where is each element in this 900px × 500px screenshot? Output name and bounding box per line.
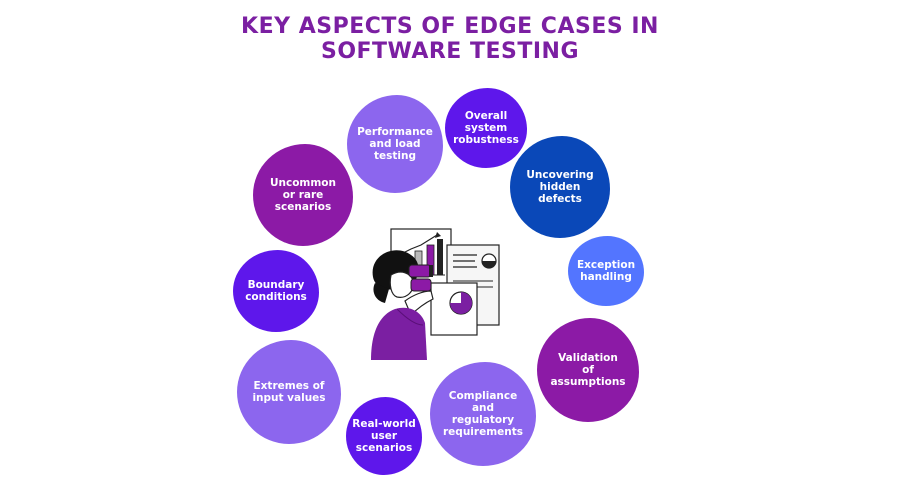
- person-figure: [371, 250, 434, 360]
- aspect-label: Real-world user scenarios: [352, 418, 416, 454]
- aspect-uncovering-hidden-defects: Uncovering hidden defects: [510, 136, 610, 238]
- aspect-boundary-conditions: Boundary conditions: [233, 250, 319, 332]
- aspect-label: Boundary conditions: [245, 279, 307, 303]
- pie-chart-document: [430, 282, 478, 336]
- aspect-overall-system-robustness: Overall system robustness: [445, 88, 527, 168]
- aspect-label: Validation of assumptions: [550, 352, 626, 388]
- aspect-label: Uncommon or rare scenarios: [269, 177, 336, 213]
- title-line-2: SOFTWARE TESTING: [320, 39, 580, 64]
- aspect-uncommon-rare-scenarios: Uncommon or rare scenarios: [253, 144, 353, 246]
- analyst-illustration: [371, 228, 500, 360]
- aspect-compliance-regulatory: Compliance and regulatory requirements: [430, 362, 536, 466]
- aspect-extremes-of-input-values: Extremes of input values: [237, 340, 341, 444]
- aspect-real-world-user-scenarios: Real-world user scenarios: [346, 397, 422, 475]
- aspect-label: Performance and load testing: [357, 126, 433, 162]
- aspect-label: Compliance and regulatory requirements: [443, 390, 523, 438]
- aspect-label: Uncovering hidden defects: [526, 169, 594, 205]
- aspect-label: Exception handling: [576, 259, 636, 283]
- page-title: KEY ASPECTS OF EDGE CASES IN SOFTWARE TE…: [0, 14, 900, 64]
- aspect-performance-load-testing: Performance and load testing: [347, 95, 443, 193]
- aspect-validation-of-assumptions: Validation of assumptions: [537, 318, 639, 422]
- aspect-exception-handling: Exception handling: [568, 236, 644, 306]
- aspect-label: Extremes of input values: [252, 380, 326, 404]
- aspect-label: Overall system robustness: [453, 110, 519, 146]
- title-line-1: KEY ASPECTS OF EDGE CASES IN: [241, 14, 659, 39]
